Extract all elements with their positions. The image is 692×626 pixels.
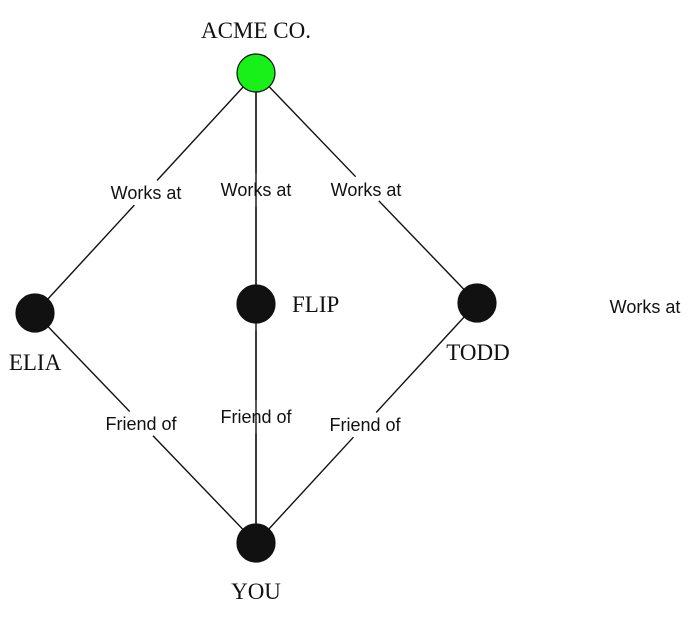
edge-elia-acme bbox=[34, 204, 135, 314]
edge-todd-acme bbox=[378, 200, 478, 304]
node-flip[interactable] bbox=[236, 284, 276, 324]
node-todd[interactable] bbox=[457, 283, 497, 323]
edge-elia-you bbox=[152, 435, 257, 544]
node-elia[interactable] bbox=[15, 293, 55, 333]
edge-todd-acme bbox=[255, 72, 357, 178]
edge-elia-acme bbox=[156, 72, 257, 181]
works-at-label: Works at bbox=[111, 183, 182, 203]
node-label-todd: TODD bbox=[446, 340, 509, 365]
edge-labels: Works at Works at Works at Works at Friend o… bbox=[105, 180, 680, 435]
friend-of-label: Friend of bbox=[105, 414, 177, 434]
edge-todd-you bbox=[375, 302, 478, 413]
works-at-label: Works at bbox=[610, 297, 681, 317]
friend-of-label: Friend of bbox=[329, 415, 401, 435]
edge-elia-you bbox=[34, 312, 131, 413]
nodes: ACME CO. ELIA FLIP TODD YOU bbox=[9, 18, 510, 604]
node-label-elia: ELIA bbox=[9, 350, 62, 375]
works-at-label: Works at bbox=[221, 180, 292, 200]
works-at-label: Works at bbox=[331, 180, 402, 200]
friend-of-label: Friend of bbox=[220, 407, 292, 427]
node-label-flip: FLIP bbox=[292, 292, 339, 317]
node-you[interactable] bbox=[236, 523, 276, 563]
node-label-you: YOU bbox=[231, 579, 281, 604]
node-label-acme: ACME CO. bbox=[201, 18, 311, 43]
edge-todd-you bbox=[255, 436, 354, 544]
node-acme[interactable] bbox=[236, 53, 276, 93]
